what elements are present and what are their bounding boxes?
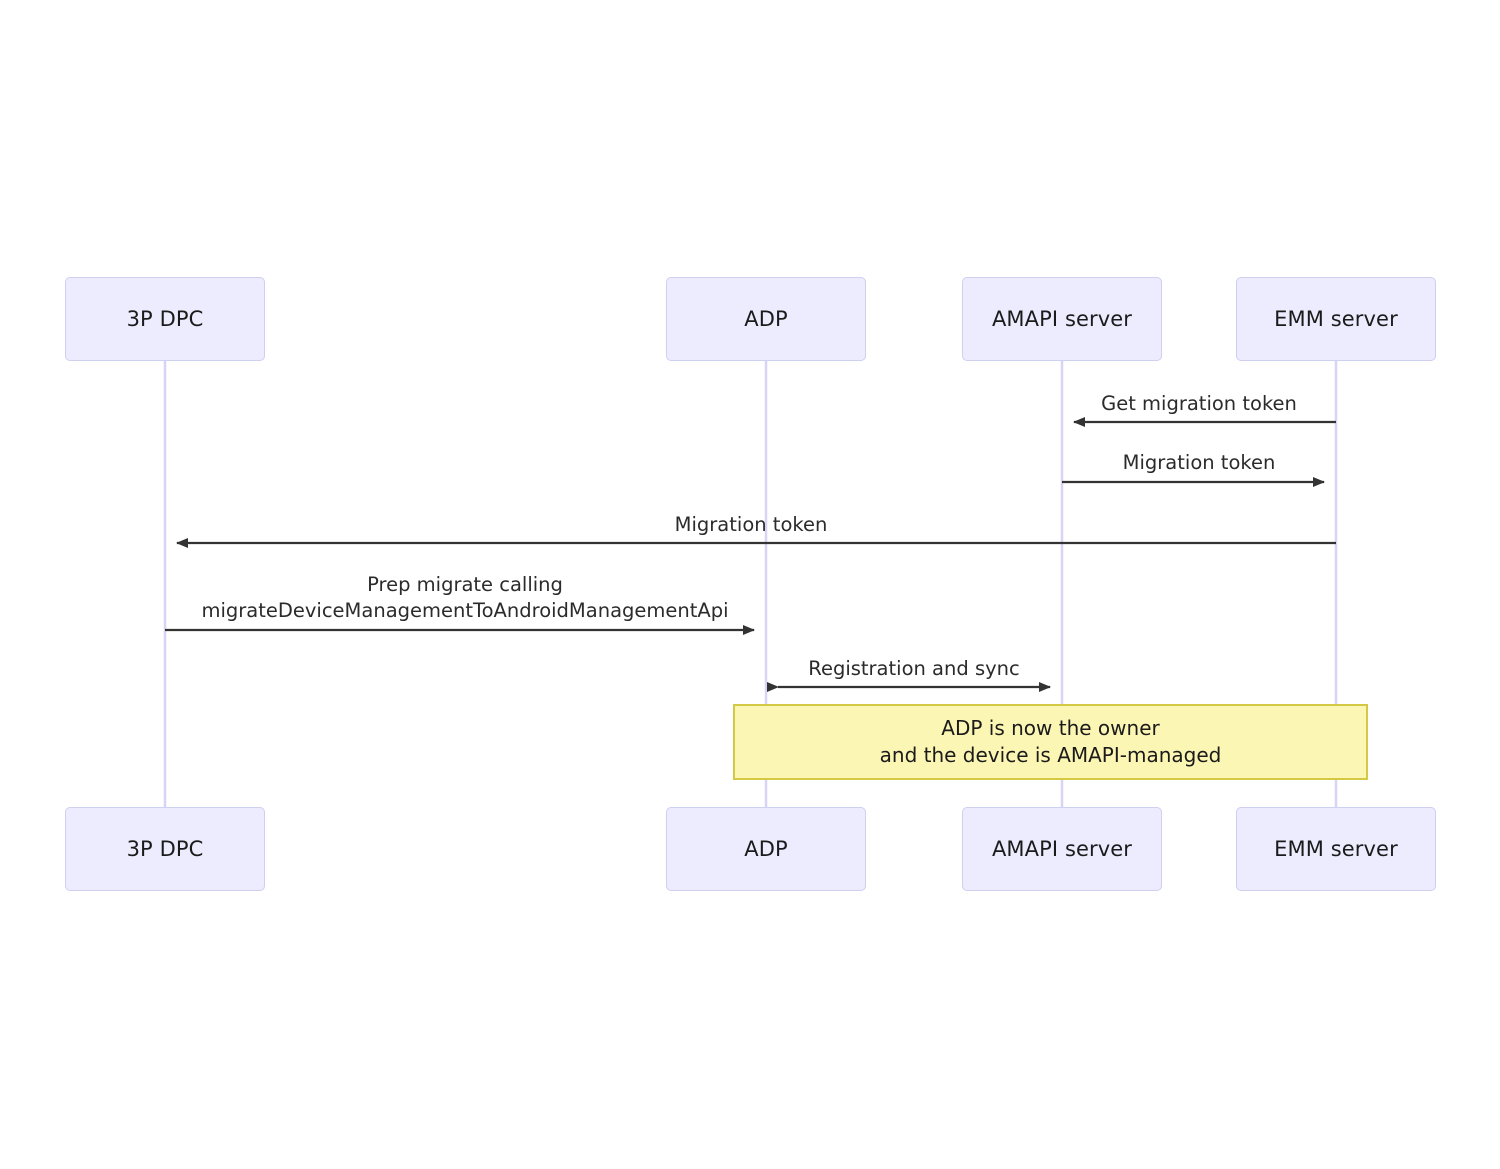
message-label-registration-and-sync: Registration and sync bbox=[808, 657, 1020, 680]
participant-label: EMM server bbox=[1274, 837, 1398, 861]
participant-bottom-adp[interactable]: ADP bbox=[666, 807, 866, 891]
message-label-prep-migrate: Prep migrate calling migrateDeviceManage… bbox=[201, 573, 729, 622]
message-arrows bbox=[165, 417, 1336, 692]
participant-label: AMAPI server bbox=[991, 307, 1133, 331]
participant-bottom-3p-dpc[interactable]: 3P DPC bbox=[65, 807, 265, 891]
participant-label: AMAPI server bbox=[991, 837, 1133, 861]
participant-top-amapi-server[interactable]: AMAPI server bbox=[962, 277, 1162, 361]
message-label-get-migration-token: Get migration token bbox=[1101, 392, 1297, 415]
participant-bottom-emm-server[interactable]: EMM server bbox=[1236, 807, 1436, 891]
note-line-2: and the device is AMAPI-managed bbox=[879, 743, 1222, 767]
participant-label: 3P DPC bbox=[126, 837, 204, 861]
participant-label: 3P DPC bbox=[126, 307, 204, 331]
note-adp-owner: ADP is now the owner and the device is A… bbox=[733, 704, 1368, 780]
participant-top-adp[interactable]: ADP bbox=[666, 277, 866, 361]
participant-label: EMM server bbox=[1274, 307, 1398, 331]
note-line-1: ADP is now the owner bbox=[941, 716, 1160, 740]
participant-bottom-amapi-server[interactable]: AMAPI server bbox=[962, 807, 1162, 891]
participant-top-emm-server[interactable]: EMM server bbox=[1236, 277, 1436, 361]
participant-label: ADP bbox=[744, 837, 788, 861]
message-label-migration-token-amapi-emm: Migration token bbox=[1122, 451, 1276, 474]
participant-top-3p-dpc[interactable]: 3P DPC bbox=[65, 277, 265, 361]
participant-label: ADP bbox=[744, 307, 788, 331]
message-label-migration-token-emm-dpc: Migration token bbox=[674, 513, 828, 536]
